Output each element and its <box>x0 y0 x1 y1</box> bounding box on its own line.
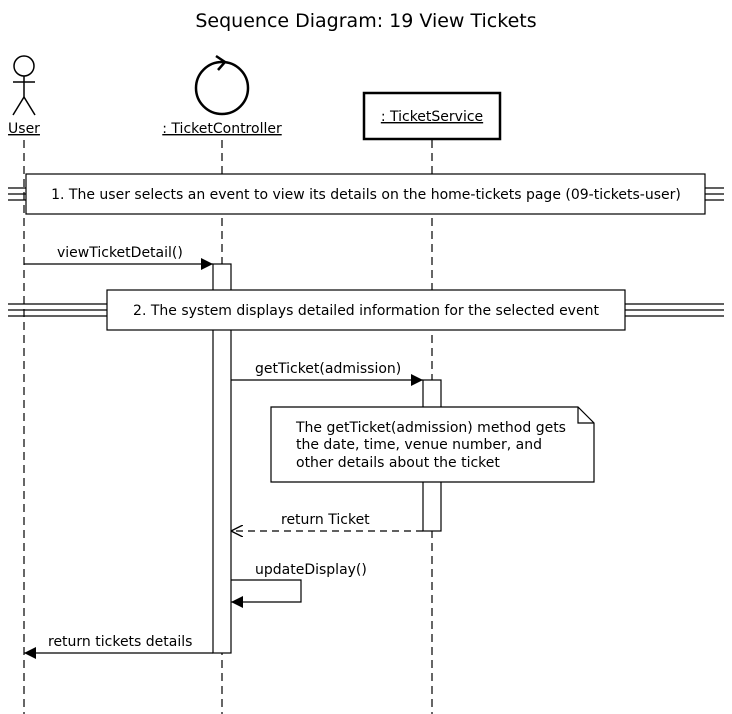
message-label: return tickets details <box>48 634 192 650</box>
participant-label-user: User <box>8 121 40 137</box>
participant-label-controller: : TicketController <box>162 121 282 137</box>
actor-icon <box>12 55 36 116</box>
note-line-1: The getTicket(admission) method gets <box>295 420 566 436</box>
message-label: return Ticket <box>281 512 370 528</box>
step-banner-2: 2. The system displays detailed informat… <box>8 289 724 331</box>
step-2-text: 2. The system displays detailed informat… <box>133 303 599 319</box>
message-return-ticket: return Ticket <box>231 512 423 531</box>
note-line-2: the date, time, venue number, and <box>296 437 542 453</box>
message-update-display: updateDisplay() <box>231 562 367 608</box>
message-view-ticket-detail: viewTicketDetail() <box>24 245 213 270</box>
step-1-text: 1. The user selects an event to view its… <box>51 187 681 203</box>
message-label: updateDisplay() <box>255 562 367 578</box>
participant-ticket-controller: : TicketController <box>162 54 282 137</box>
message-label: viewTicketDetail() <box>57 245 183 261</box>
step-banner-1: 1. The user selects an event to view its… <box>8 173 724 215</box>
note: The getTicket(admission) method gets the… <box>270 406 595 483</box>
message-label: getTicket(admission) <box>255 361 401 377</box>
participant-label-service: : TicketService <box>381 109 483 125</box>
participant-ticket-service: : TicketService <box>362 91 502 141</box>
control-icon <box>194 54 250 116</box>
diagram-title: Sequence Diagram: 19 View Tickets <box>195 10 536 32</box>
note-line-3: other details about the ticket <box>296 455 500 471</box>
activation-bar-controller <box>212 263 232 654</box>
participant-box <box>362 91 502 141</box>
message-get-ticket: getTicket(admission) <box>231 361 423 386</box>
message-return-tickets-details: return tickets details <box>24 634 213 659</box>
participant-user: User <box>8 55 40 137</box>
